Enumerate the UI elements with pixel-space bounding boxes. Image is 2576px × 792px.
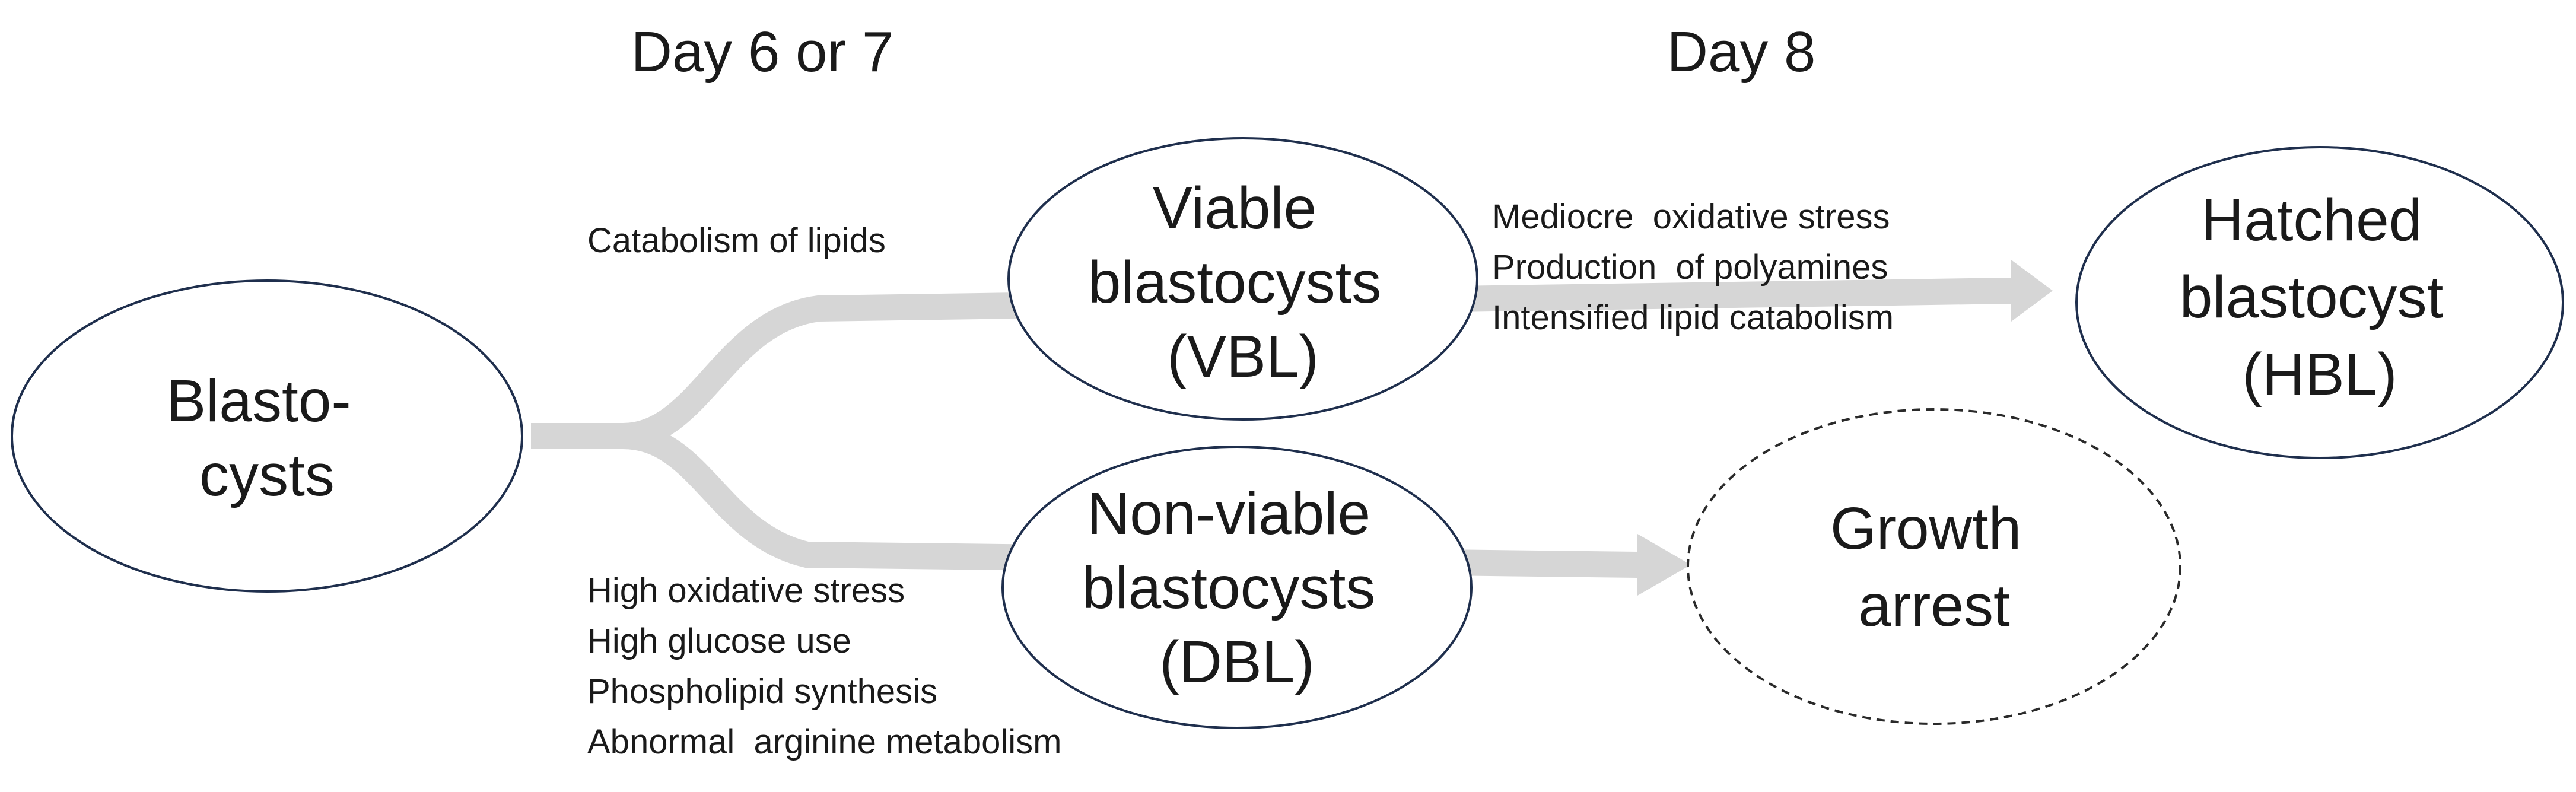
header-day-late: Day 8	[1667, 20, 1816, 84]
node-growth-arrest: Growth arrest	[1687, 408, 2181, 725]
lower-branch-arrow	[622, 423, 1638, 578]
flow-arrows	[531, 260, 2053, 596]
node-hatched-shape	[2075, 146, 2564, 459]
node-blastocysts-label: Blasto- cysts	[166, 368, 367, 508]
header-day-early: Day 6 or 7	[631, 20, 894, 84]
node-viable-blastocysts: Viable blastocysts (VBL)	[1007, 137, 1478, 421]
node-hatched-blastocyst: Hatched blastocyst (HBL)	[2075, 146, 2564, 459]
node-nonviable-shape	[1001, 446, 1473, 729]
node-arrest-shape	[1687, 408, 2181, 725]
annotation-lower-left: High oxidative stress High glucose use P…	[0, 0, 1090, 761]
node-nonviable-label: Non-viable blastocysts (DBL)	[1082, 481, 1392, 695]
annotation-upper-right: Mediocre oxidative stress Production of …	[0, 0, 1938, 337]
node-nonviable-blastocysts: Non-viable blastocysts (DBL)	[1001, 446, 1473, 729]
node-blastocysts: Blasto- cysts	[11, 279, 523, 593]
node-viable-shape	[1007, 137, 1478, 421]
node-blastocysts-shape	[11, 279, 523, 593]
node-viable-label: Viable blastocysts (VBL)	[1088, 175, 1398, 390]
lower-arrowhead	[1637, 534, 1691, 596]
annotation-upper-left: Catabolism of lipids	[0, 0, 914, 260]
upper-arrowhead	[2011, 260, 2053, 322]
node-hatched-label: Hatched blastocyst (HBL)	[2180, 187, 2460, 408]
node-arrest-label: Growth arrest	[1830, 495, 2038, 639]
